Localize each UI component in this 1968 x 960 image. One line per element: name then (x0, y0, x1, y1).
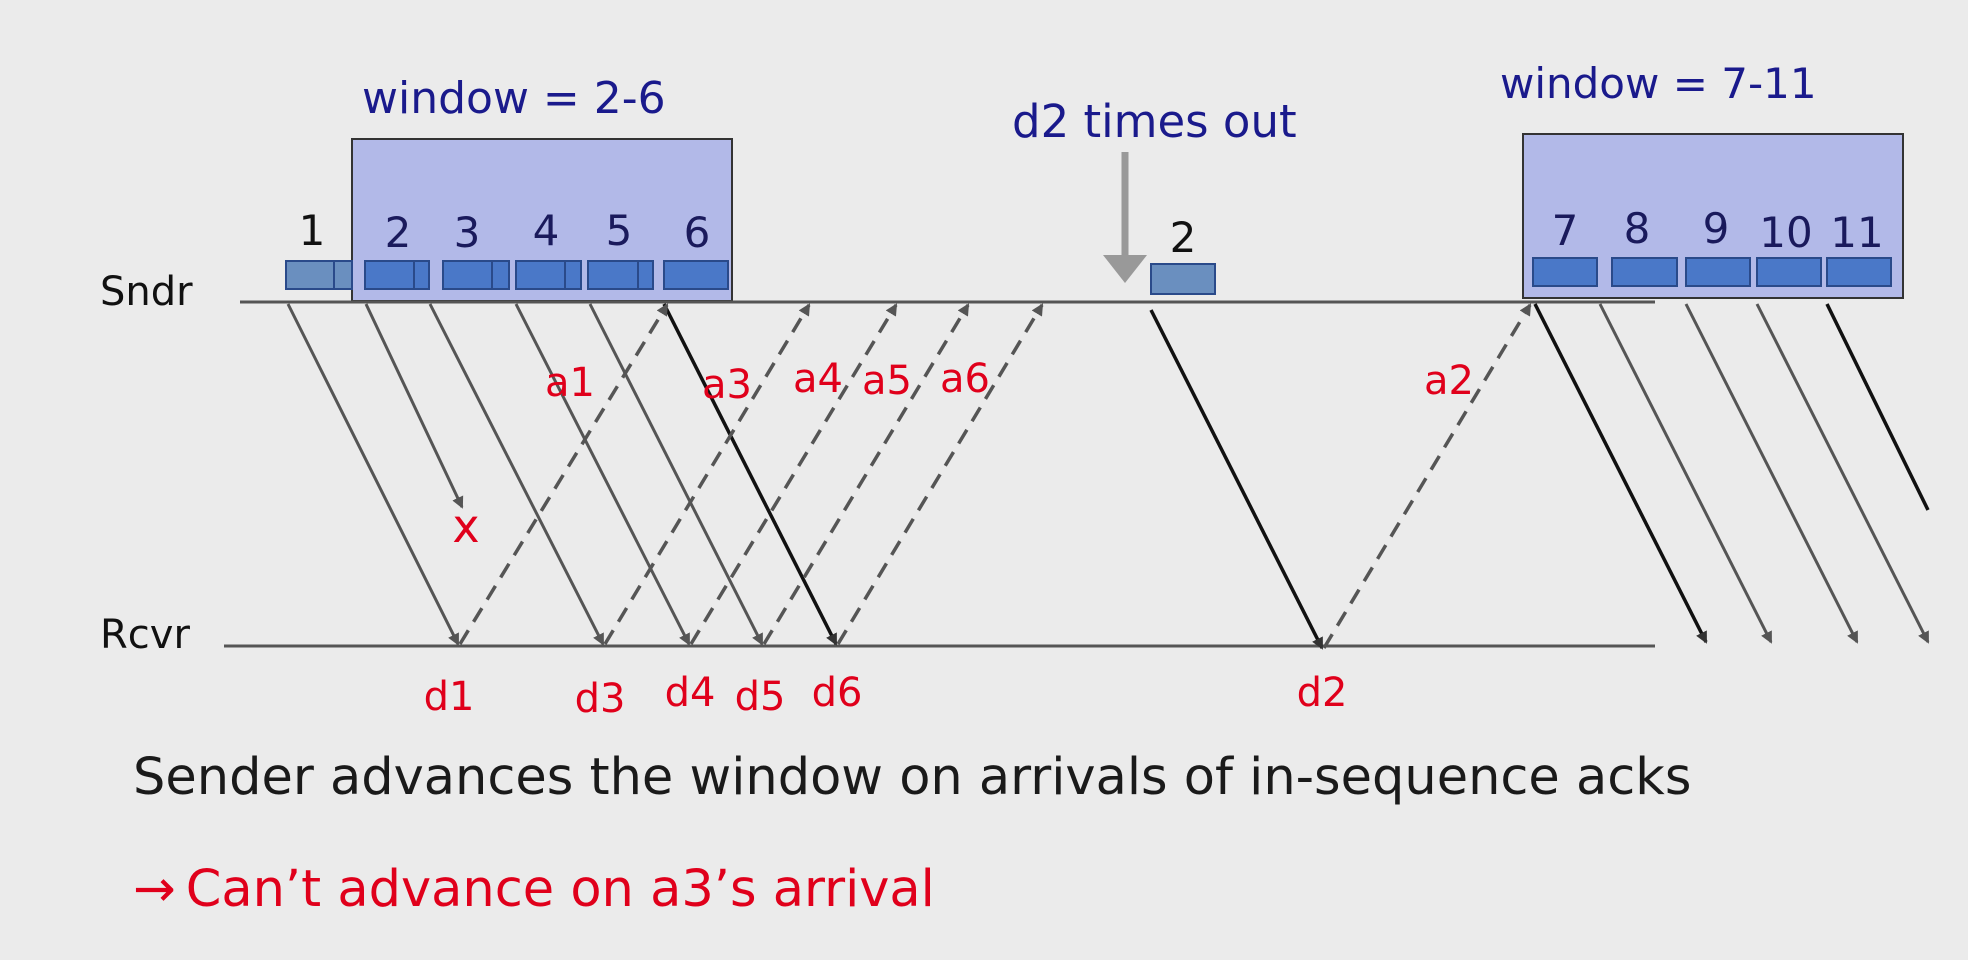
packet-number-9: 9 (1703, 204, 1730, 253)
data-arrow-d5 (588, 303, 764, 646)
data-arrow-d3 (428, 303, 605, 646)
data-label-d2: d2 (1297, 670, 1348, 716)
data-arrow-d4 (514, 303, 691, 646)
packet-number-2: 2 (385, 208, 412, 257)
packet-8 (1611, 257, 1678, 287)
packet-11 (1826, 257, 1892, 287)
ack-label-a5: a5 (862, 358, 912, 404)
packet-6 (663, 260, 729, 290)
packet-number-8: 8 (1624, 204, 1651, 253)
ack-arrow-a2 (1322, 303, 1532, 649)
ack-label-a2: a2 (1424, 358, 1474, 404)
caption: Sender advances the window on arrivals o… (133, 748, 1692, 807)
window-label-7-11: window = 7-11 (1500, 59, 1817, 108)
loss-marker: x (452, 499, 479, 553)
packet-number-7: 7 (1552, 206, 1579, 255)
retransmit-packet-number: 2 (1170, 213, 1197, 262)
packet-number-3: 3 (454, 208, 481, 257)
data-label-d1: d1 (424, 674, 475, 720)
packet-7 (1532, 257, 1598, 287)
data-label-d4: d4 (665, 670, 716, 716)
data-arrow-10 (1755, 303, 1930, 644)
ack-label-a6: a6 (940, 356, 990, 402)
timeout-label: d2 times out (1012, 95, 1297, 148)
retransmit-packet-2 (1150, 263, 1216, 295)
packet-4 (515, 260, 582, 290)
note: →Can’t advance on a3’s arrival (133, 860, 935, 919)
ack-arrow-a6 (836, 303, 1044, 645)
data-label-d6: d6 (812, 670, 863, 716)
data-label-d3: d3 (575, 676, 626, 722)
timeout-arrow-head (1103, 255, 1147, 283)
data-arrow-d6 (662, 303, 838, 646)
packet-10 (1756, 257, 1822, 287)
packet-number-6: 6 (684, 208, 711, 257)
packet-number-5: 5 (606, 206, 633, 255)
data-arrow-7 (1533, 303, 1708, 644)
ack-arrows (458, 303, 1532, 649)
note-text: Can’t advance on a3’s arrival (185, 860, 935, 919)
ack-arrow-a5 (762, 303, 970, 645)
data-arrow-8 (1598, 303, 1773, 644)
ack-arrow-a4 (689, 303, 898, 645)
packet-3 (442, 260, 510, 290)
right-arrow-icon: → (133, 860, 176, 919)
ack-label-a4: a4 (793, 356, 843, 402)
receiver-lane-label: Rcvr (100, 612, 190, 658)
data-arrows (286, 303, 1930, 650)
data-arrow-11 (1825, 303, 1930, 511)
data-arrow-9 (1684, 303, 1859, 644)
packet-number-10: 10 (1759, 208, 1812, 257)
window-label-2-6: window = 2-6 (362, 73, 666, 124)
data-arrow-d2-retransmit (1149, 309, 1324, 650)
packet-number-4: 4 (533, 206, 560, 255)
packet-9 (1685, 257, 1751, 287)
packet-2 (364, 260, 430, 290)
ack-label-a1: a1 (545, 360, 595, 406)
sender-lane-label: Sndr (100, 269, 193, 315)
ack-arrow-a1 (458, 303, 669, 645)
data-label-d5: d5 (735, 674, 786, 720)
packet-5 (587, 260, 654, 290)
data-arrow-d2-lost (364, 303, 464, 509)
packet-number-11: 11 (1830, 208, 1883, 257)
packet-number-1: 1 (299, 206, 326, 255)
data-arrow-d1 (286, 303, 460, 646)
ack-label-a3: a3 (702, 362, 752, 408)
ack-arrow-a3 (603, 303, 811, 645)
packet-1 (285, 260, 353, 290)
